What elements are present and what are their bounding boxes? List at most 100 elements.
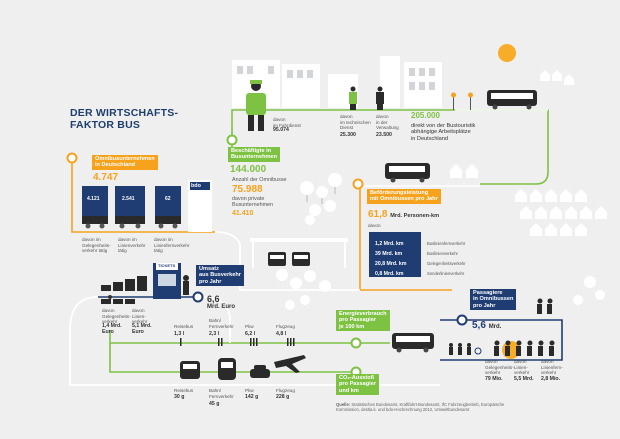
transport-value: 61,8 Mrd. Personen-km bbox=[368, 209, 439, 220]
admin-caption-line3: Verwaltung bbox=[376, 125, 399, 130]
admin-staff-value: 23.500 bbox=[376, 132, 392, 138]
rev-occ-value2: Euro bbox=[102, 328, 114, 335]
truck-scheduled-caption: davon im Linienverkehr tätig bbox=[118, 237, 146, 254]
passengers-occasional-caption: davon Gelegenheits- verkehr bbox=[485, 359, 514, 376]
revenue-scheduled-caption: davon Linien- verkehr bbox=[132, 308, 147, 325]
transport-label-line1: Beförderungsleistung bbox=[370, 190, 429, 196]
transport-row-value: 1,2 Mrd. km bbox=[375, 241, 404, 248]
energy-train-value: 2,3 l bbox=[209, 331, 220, 337]
rev-sch-value1: 5,1 Mrd. bbox=[132, 323, 152, 329]
passengers-value: 5,6 Mrd. bbox=[472, 320, 501, 331]
companies-label: Omnibusunternehmen in Deutschland bbox=[92, 155, 158, 170]
pas-ld-line1: davon bbox=[541, 359, 554, 364]
truck-icon bbox=[82, 186, 181, 224]
transport-label-line2: mit Omnibussen pro Jahr bbox=[370, 196, 438, 203]
wheel-icon bbox=[85, 223, 178, 229]
private-bus-value: 41.410 bbox=[232, 210, 254, 217]
passengers-value-number: 5,6 bbox=[472, 320, 486, 331]
indirect-jobs-line1: direkt von der Bustouristik bbox=[411, 123, 476, 129]
co2-train-name: Bahn/ Fernverkehr bbox=[209, 388, 234, 399]
energy-train-name: Bahn/ Fernverkehr bbox=[209, 318, 234, 329]
companies-label-line1: Omnibusunternehmen bbox=[95, 156, 155, 162]
truck-occasional-value: 4.121 bbox=[87, 196, 100, 202]
transport-label: Beförderungsleistung mit Omnibussen pro … bbox=[367, 189, 441, 204]
transport-row-value: 39 Mrd. km bbox=[375, 251, 403, 258]
truck1-line1: davon im bbox=[118, 237, 137, 242]
passengers-longdistance-value: 2,8 Mio. bbox=[541, 376, 561, 382]
indirect-jobs-line3: in Deutschland bbox=[411, 135, 449, 142]
transport-row-label: Buslinienverkehr bbox=[427, 251, 458, 257]
revenue-unit: Mrd. Euro bbox=[207, 304, 235, 310]
indirect-jobs-text: direkt von der Bustouristik abhängige Ar… bbox=[411, 123, 475, 142]
energy-label-line2: pro Passagier bbox=[339, 317, 376, 324]
transport-value-unit: Mrd. Personen-km bbox=[390, 213, 440, 219]
tree-trunk bbox=[306, 187, 336, 204]
pas-ld-line2: Linienfern- bbox=[541, 364, 563, 370]
energy-label-line1: Energieverbrauch bbox=[339, 311, 387, 317]
tree-icon bbox=[276, 173, 605, 310]
passengers-label-line3: pro Jahr bbox=[473, 302, 496, 309]
co2-bus-value: 30 g bbox=[174, 394, 185, 400]
revenue-label-line3: pro Jahr bbox=[199, 278, 222, 285]
companies-label-line2: in Deutschland bbox=[95, 162, 136, 169]
revenue-value: 6,6 bbox=[207, 294, 220, 304]
co2-bus-name: Reisebus bbox=[174, 388, 194, 393]
bus-icon bbox=[180, 361, 200, 379]
private-caption-line2: Busunternehmen bbox=[232, 202, 274, 209]
pas-occ-line1: davon bbox=[485, 359, 498, 364]
transport-breakdown-panel bbox=[369, 232, 421, 277]
house-icon bbox=[450, 70, 607, 236]
driving-staff-caption: davon im Fahrdienst bbox=[273, 117, 301, 128]
rev-sch-line3: verkehr bbox=[132, 319, 148, 324]
admin-staff-caption: davon in der Verwaltung bbox=[376, 114, 399, 131]
revenue-occasional-caption: davon Gelegenheits- verkehr bbox=[102, 308, 131, 325]
pas-occ-line2: Gelegenheits- bbox=[485, 364, 514, 370]
driving-caption-line2: im Fahrdienst bbox=[273, 122, 301, 128]
energy-label: Energieverbrauch pro Passagier je 100 km bbox=[336, 310, 390, 332]
truck0-line1: davon im bbox=[82, 237, 101, 242]
transport-row-value: 20,8 Mrd. km bbox=[375, 261, 407, 268]
energy-plane-value: 4,8 l bbox=[276, 331, 287, 337]
rev-sch-value2: Euro bbox=[132, 328, 144, 335]
fuel-drop-icon bbox=[180, 338, 295, 346]
pas-sch-line1: davon bbox=[514, 359, 527, 364]
truck1-line3: tätig bbox=[118, 248, 127, 253]
source-heading: Quelle: bbox=[336, 402, 351, 407]
bus-icon bbox=[385, 163, 430, 183]
source-note: Quelle: Statistisches Bundesamt, Kraftfa… bbox=[336, 402, 521, 413]
companies-value: 4.747 bbox=[93, 172, 119, 183]
co2-label-line2: pro Passagier bbox=[339, 381, 376, 388]
passengers-longdistance-caption: davon Linienfern- verkehr bbox=[541, 359, 563, 376]
bus-icon bbox=[392, 333, 434, 353]
airplane-icon bbox=[274, 355, 306, 373]
revenue-label-line2: aus Busverkehr bbox=[199, 272, 241, 279]
bus-count-value: 75.988 bbox=[232, 184, 263, 195]
passengers-occasional-value: 79 Mio. bbox=[485, 376, 503, 382]
bdo-logo: bdo bbox=[191, 183, 201, 189]
passengers-value-unit: Mrd. bbox=[488, 324, 502, 330]
co2-plane-name: Flugzeug bbox=[276, 388, 295, 393]
co2-car-name: Pkw bbox=[245, 388, 254, 393]
passengers-label-line1: Passagiere bbox=[473, 290, 503, 296]
private-caption-line1: davon private bbox=[232, 196, 265, 202]
co2-car-value: 142 g bbox=[245, 394, 259, 400]
co2-label: CO₂-Ausstoß pro Passagier und km bbox=[336, 374, 379, 396]
co2-label-line3: und km bbox=[339, 387, 359, 394]
indirect-jobs-value: 205.000 bbox=[411, 111, 440, 120]
energy-plane-name: Flugzeug bbox=[276, 324, 295, 329]
truck2-line1: davon im bbox=[154, 237, 173, 242]
revenue-scheduled-value: 5,1 Mrd. Euro bbox=[132, 323, 152, 336]
worker-icon bbox=[349, 86, 384, 110]
driving-staff-value: 95.074 bbox=[273, 127, 289, 133]
energy-car-name: Pkw bbox=[245, 324, 254, 329]
private-bus-caption: davon private Busunternehmen bbox=[232, 196, 273, 209]
page-title: DER WIRTSCHAFTS- FAKTOR BUS bbox=[70, 107, 178, 132]
energy-train-line1: Bahn/ bbox=[209, 318, 222, 323]
passengers-label: Passagiere in Omnibussen pro Jahr bbox=[470, 289, 517, 311]
truck0-line3: verkehr tätig bbox=[82, 248, 108, 253]
tickets-sign: TICKETS bbox=[158, 263, 176, 268]
car-icon bbox=[250, 365, 270, 378]
source-text: Statistisches Bundesamt, Kraftfahrt-Bund… bbox=[336, 402, 505, 413]
